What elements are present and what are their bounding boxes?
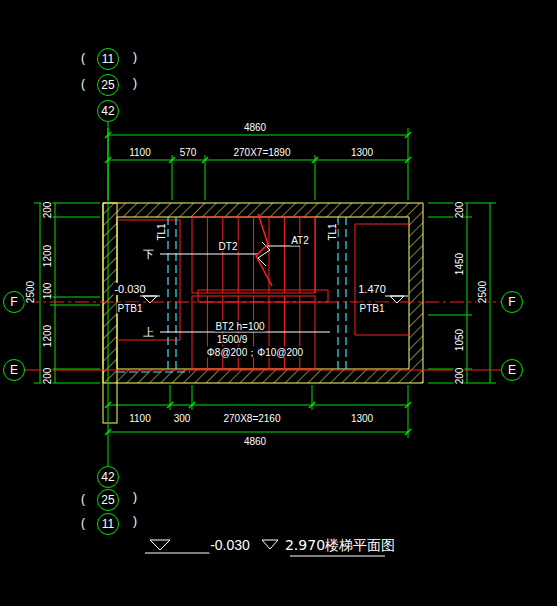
- drawing-title: 2.970楼梯平面图: [285, 537, 395, 555]
- plan-annotation: 1500/9: [216, 334, 249, 345]
- dimension-text: 1200: [42, 324, 53, 348]
- plan-annotation: 1.470: [357, 283, 387, 295]
- dimension-text: 570: [179, 147, 198, 158]
- dimension-text: 100: [42, 282, 53, 301]
- dimension-text: 1050: [454, 328, 465, 352]
- dimension-text: 4860: [243, 436, 267, 447]
- axis-number: F: [508, 296, 515, 308]
- dimension-text: ): [132, 515, 138, 528]
- axis-line: [25, 302, 501, 303]
- plan-annotation: TL1: [327, 222, 338, 241]
- axis-bubble: 11: [97, 48, 119, 70]
- dimension-text: (: [80, 52, 86, 65]
- dimension-text: 1300: [350, 413, 374, 424]
- plan-annotation: 上: [142, 326, 155, 338]
- dimension-text: ): [132, 77, 138, 90]
- axis-number: F: [10, 296, 17, 308]
- dimension-text: 200: [454, 367, 465, 386]
- axis-bubble: F: [501, 291, 523, 313]
- axis-number: E: [10, 364, 18, 376]
- axis-number: E: [508, 364, 516, 376]
- plan-annotation: 下: [142, 248, 155, 260]
- axis-number: 11: [102, 53, 114, 65]
- dimension-text: ): [132, 491, 138, 504]
- dimension-text: 1100: [128, 147, 152, 158]
- axis-bubble: 11: [97, 513, 119, 535]
- dimension-text: 300: [173, 413, 192, 424]
- dimension-text: 200: [42, 367, 53, 386]
- axis-number: 42: [101, 471, 114, 483]
- dimension-text: (: [80, 78, 86, 91]
- axis-bubble: 42: [97, 100, 119, 122]
- axis-bubble: F: [3, 291, 25, 313]
- dimension-text: 200: [454, 201, 465, 220]
- dimension-text: 270X7=1890: [232, 147, 291, 158]
- dimension-text: 4860: [243, 122, 267, 133]
- plan-annotation: Φ8@200；Φ10@200: [206, 347, 304, 358]
- dimension-text: 1200: [42, 244, 53, 268]
- dimension-text: 2500: [25, 280, 36, 304]
- axis-bubble: E: [501, 359, 523, 381]
- plan-annotation: PTB1: [116, 303, 143, 314]
- dimension-text: 1300: [350, 147, 374, 158]
- dimension-text: (: [80, 493, 86, 506]
- dimension-text: 1450: [454, 252, 465, 276]
- plan-annotation: -0.030: [113, 283, 146, 295]
- plan-annotation: BT2 h=100: [214, 321, 265, 332]
- dimension-text: 270X8=2160: [222, 413, 281, 424]
- dimension-text: 2500: [477, 280, 488, 304]
- axis-number: 42: [101, 105, 114, 117]
- dimension-text: 200: [42, 201, 53, 220]
- dimension-text: -0.030: [209, 538, 251, 553]
- dimension-text: (: [80, 517, 86, 530]
- dimension-text: 1100: [128, 413, 152, 424]
- axis-bubble: 42: [97, 466, 119, 488]
- plan-annotation: TL1: [156, 222, 167, 241]
- axis-line: [108, 122, 109, 466]
- plan-annotation: PTB1: [358, 303, 385, 314]
- axis-bubble: 25: [97, 74, 119, 96]
- axis-number: 11: [102, 518, 114, 530]
- axis-bubble: E: [3, 359, 25, 381]
- plan-annotation: DT2: [218, 241, 239, 252]
- axis-number: 25: [101, 79, 114, 91]
- axis-bubble: 25: [97, 489, 119, 511]
- axis-line: [25, 370, 501, 371]
- dimension-text: ): [132, 51, 138, 64]
- axis-number: 25: [101, 494, 114, 506]
- plan-annotation: AT2: [290, 235, 310, 246]
